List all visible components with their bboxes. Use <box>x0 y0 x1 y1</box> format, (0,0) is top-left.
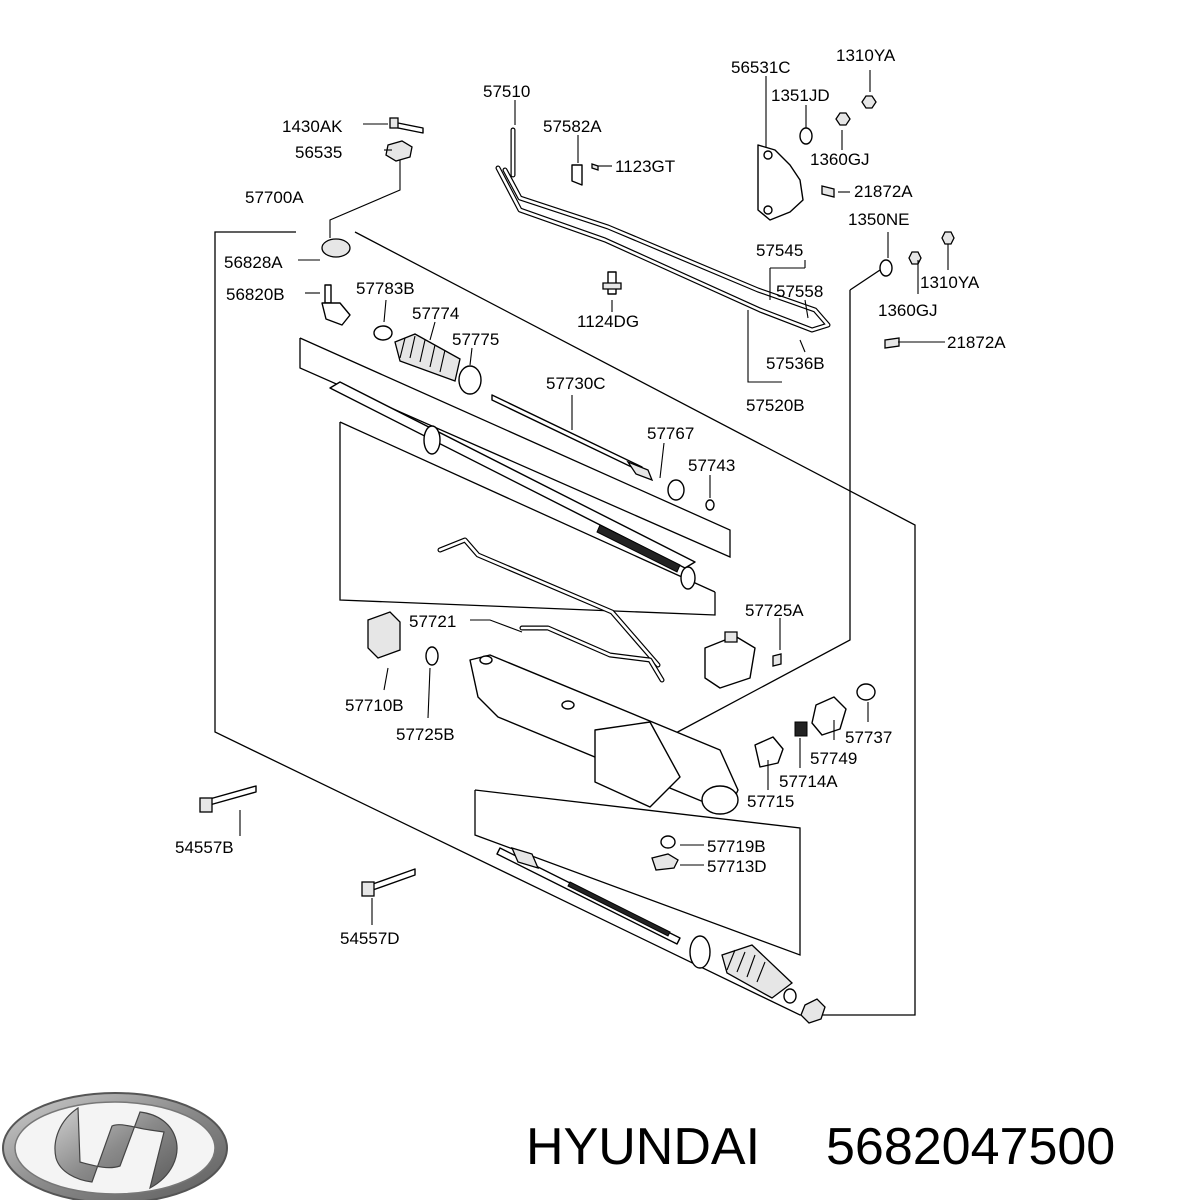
washer-1351jd <box>799 127 813 145</box>
label-54557b: 54557B <box>175 838 234 857</box>
label-57721: 57721 <box>409 612 456 631</box>
label-57725b: 57725B <box>396 725 455 744</box>
label-57715: 57715 <box>747 792 794 811</box>
hyundai-logo <box>2 1092 228 1200</box>
label-54557d: 54557D <box>340 929 400 948</box>
callout-labels: 1310YA 56531C 57510 1351JD 1430AK 57582A… <box>175 46 1006 948</box>
bolt-21872a-mid <box>884 337 900 349</box>
label-56820b: 56820B <box>226 285 285 304</box>
label-1123gt: 1123GT <box>615 157 675 176</box>
parts <box>199 95 955 1024</box>
label-57730c: 57730C <box>546 374 606 393</box>
label-56535: 56535 <box>295 143 342 162</box>
label-57700a: 57700A <box>245 188 304 207</box>
label-57558: 57558 <box>776 282 823 301</box>
label-57743: 57743 <box>688 456 735 475</box>
label-1430ak: 1430AK <box>282 117 343 136</box>
part-number: 5682047500 <box>826 1118 1115 1176</box>
label-57719b: 57719B <box>707 837 766 856</box>
label-1351jd: 1351JD <box>771 86 830 105</box>
label-1310ya-mid: 1310YA <box>920 273 980 292</box>
label-1124dg: 1124DG <box>577 312 639 331</box>
brand-name: HYUNDAI <box>526 1118 760 1176</box>
label-57725a: 57725A <box>745 601 804 620</box>
leader-lines <box>239 70 949 925</box>
nut-1360gj <box>835 112 851 126</box>
label-56531c: 56531C <box>731 58 791 77</box>
washer-1350ne <box>879 259 893 277</box>
label-57749: 57749 <box>810 749 857 768</box>
label-57710b: 57710B <box>345 696 404 715</box>
label-57775: 57775 <box>452 330 499 349</box>
label-57510: 57510 <box>483 82 530 101</box>
label-21872a-top: 21872A <box>854 182 913 201</box>
nut-1310ya <box>861 95 877 109</box>
label-1350ne: 1350NE <box>848 210 909 229</box>
bolt-21872a-top <box>821 185 835 198</box>
label-21872a-mid: 21872A <box>947 333 1006 352</box>
label-57520b: 57520B <box>746 396 805 415</box>
label-57714a: 57714A <box>779 772 838 791</box>
pressure-pipes <box>437 127 831 683</box>
label-1310ya-top: 1310YA <box>836 46 896 65</box>
label-57774: 57774 <box>412 304 459 323</box>
label-57545: 57545 <box>756 241 803 260</box>
frame-lines <box>214 231 916 1016</box>
label-57737: 57737 <box>845 728 892 747</box>
label-1360gj-mid: 1360GJ <box>878 301 938 320</box>
label-57713d: 57713D <box>707 857 767 876</box>
label-57536b: 57536B <box>766 354 825 373</box>
label-57582a: 57582A <box>543 117 602 136</box>
label-1360gj-top: 1360GJ <box>810 150 870 169</box>
label-56828a: 56828A <box>224 253 283 272</box>
label-57767: 57767 <box>647 424 694 443</box>
label-57783b: 57783B <box>356 279 415 298</box>
